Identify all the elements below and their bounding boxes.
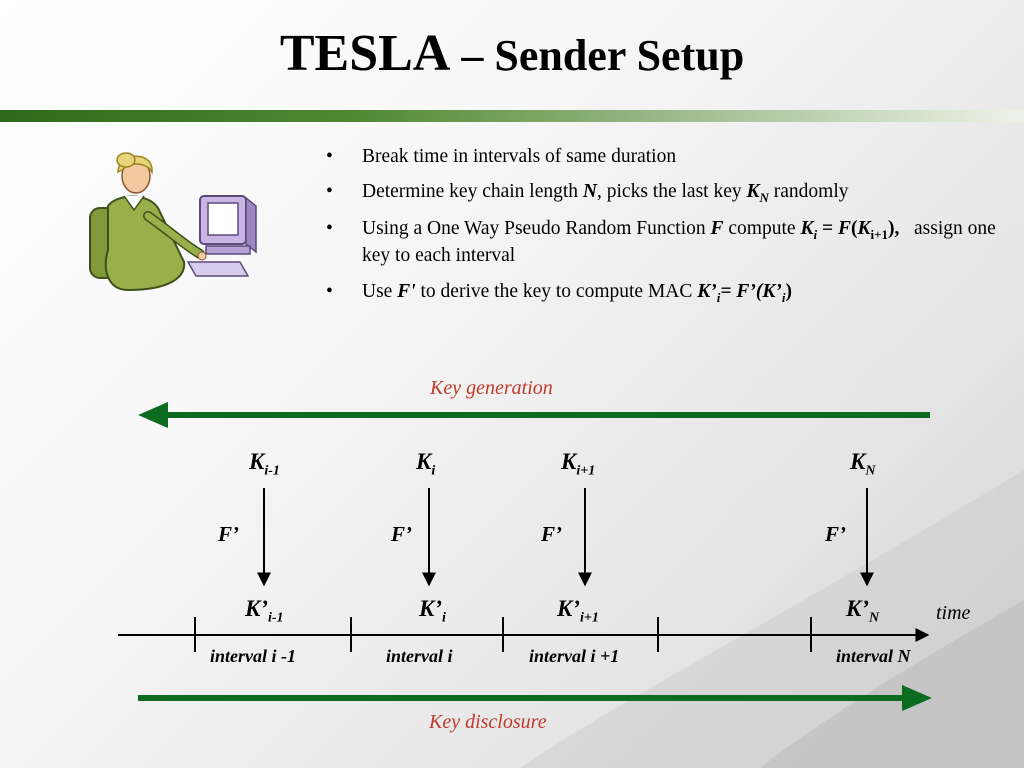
bullet-3-F2: F [837,217,851,239]
key-disclosure-arrow-head [902,685,932,711]
title-main: TESLA [279,25,451,82]
bullet-2-text-c: randomly [768,181,849,203]
bullet-4-K-sub: i [716,289,721,305]
bullet-2-N: N [582,181,598,203]
bullet-3-K: K [800,217,814,239]
key-base: K [249,449,265,474]
bullet-3-text-b: compute [723,217,801,239]
slide-title: TESLA – Sender Setup [0,28,1024,80]
bullet-3-paren-close: ), [888,217,900,239]
bullet-3-K2-sub: i+1 [870,226,889,242]
bullet-3-F: F [710,217,724,239]
key-base: K [561,449,577,474]
bullet-2-text-a: Determine key chain length [362,181,583,203]
mac-key-sub: N [869,610,880,626]
bullet-list: Break time in intervals of same duration… [322,144,1022,315]
interval-label: interval i [386,646,453,666]
bullet-4: Use F' to derive the key to compute MAC … [322,279,1022,306]
bullet-2-K-sub: N [759,190,769,206]
bullet-4-F-prime: F' [397,280,416,302]
bullet-3-paren-open: ( [850,217,858,239]
mac-key-sub: i [442,610,446,626]
bullet-2-text-b: , picks the last key [597,181,747,203]
key-sub: i-1 [264,463,280,479]
bullet-3: Using a One Way Pseudo Random Function F… [322,216,1022,270]
mac-key-sub: i-1 [268,610,284,626]
title-sub: Sender Setup [494,31,745,80]
bullet-3-K-sub: i [813,226,818,242]
mac-key-label: K’i-1 [245,596,284,627]
mac-key-base: K’ [419,596,442,621]
f-prime-label: F’ [541,522,562,546]
key-label: KN [850,449,875,480]
mac-key-label: K’N [846,596,879,627]
interval-label: interval i +1 [529,646,620,666]
title-dash: – [450,31,495,80]
bullet-4-text-a: Use [362,280,398,302]
bullet-3-text-a: Using a One Way Pseudo Random Function [362,217,711,239]
bullet-1: Break time in intervals of same duration [322,144,1022,171]
bullet-3-eq: = [817,217,838,239]
interval-label: interval i -1 [210,646,296,666]
f-prime-label: F’ [391,522,412,546]
key-label: Ki [416,449,435,480]
mac-key-base: K’ [557,596,580,621]
key-base: K [850,449,866,474]
bullet-3-K2: K [857,217,871,239]
key-disclosure-label: Key disclosure [429,711,547,733]
key-label: Ki+1 [561,449,595,480]
key-base: K [416,449,432,474]
bullet-2: Determine key chain length N, picks the … [322,179,1022,206]
mac-key-base: K’ [846,596,869,621]
mac-key-label: K’i+1 [557,596,599,627]
title-underline-bar [0,110,1024,122]
f-prime-label: F’ [218,522,239,546]
mac-key-label: K’i [419,596,446,627]
key-sub: N [865,463,876,479]
interval-label: interval N [836,646,911,666]
bullet-4-sub2: i [781,289,786,305]
key-generation-label: Key generation [430,377,553,399]
f-prime-label: F’ [825,522,846,546]
bullet-3-text-c: assign one key to each interval [362,217,996,267]
time-label: time [936,602,971,624]
bullet-4-K-prime: K’ [697,280,717,302]
key-label: Ki-1 [249,449,280,480]
mac-key-sub: i+1 [580,610,599,626]
bullet-2-K: K [746,181,760,203]
key-generation-arrow-head [138,402,168,428]
key-sub: i+1 [576,463,596,479]
bullet-4-close: ) [785,280,792,302]
bullet-4-text-b: to derive the key to compute MAC [415,280,698,302]
mac-key-base: K’ [245,596,268,621]
woman-computer-clipart-icon [89,152,257,292]
key-sub: i [431,463,436,479]
bullet-1-text: Break time in intervals of same duration [362,146,677,167]
bullet-4-eq: = F’(K’ [720,280,782,302]
